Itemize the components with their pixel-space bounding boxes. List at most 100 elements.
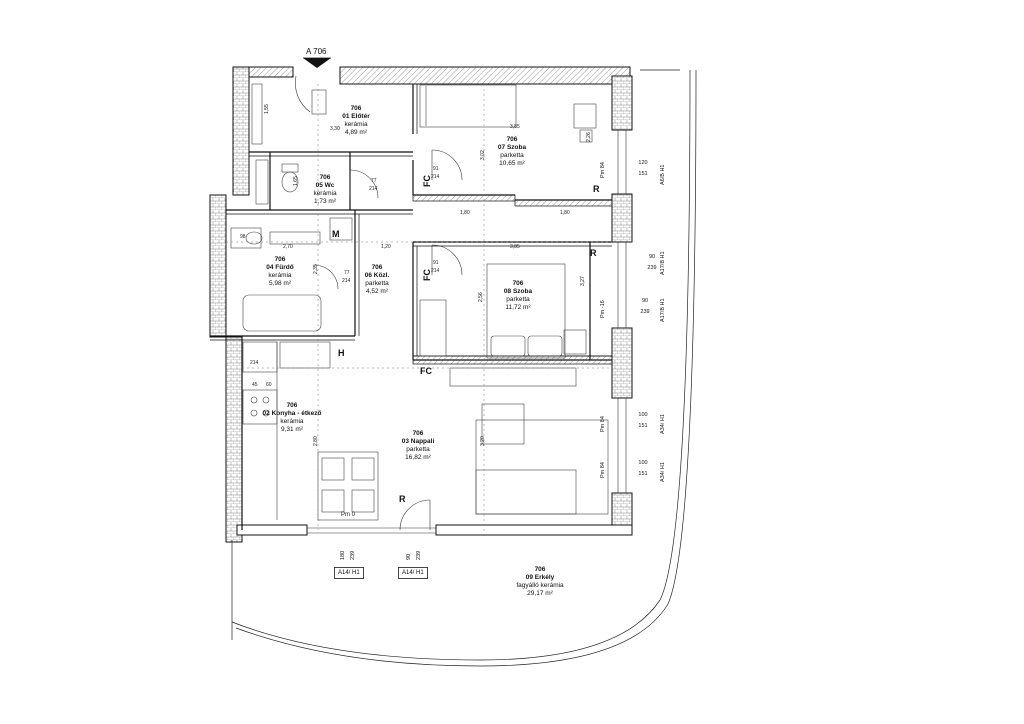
door-height: 239 xyxy=(350,550,356,560)
dimension: 77 xyxy=(371,178,377,184)
door-height: 239 xyxy=(416,550,422,560)
room-label-kozl: 706 06 Közl. parketta 4,52 m² xyxy=(365,264,390,296)
window-code: A17/B H1 xyxy=(660,298,666,322)
room-area: 4,89 m² xyxy=(344,129,368,136)
window-code: A34/ H1 xyxy=(660,462,666,482)
radiator-symbol: R xyxy=(590,248,597,258)
dimension: 2,70 xyxy=(283,244,293,250)
dimension: 214 xyxy=(431,268,440,274)
dimension: 3,02 xyxy=(480,150,486,160)
window-width: 100 xyxy=(638,460,648,466)
window-size: 100 151 xyxy=(636,458,650,480)
room-floor: kerámia xyxy=(313,190,337,197)
window-height: 239 xyxy=(640,309,650,315)
dimension: 91 xyxy=(433,260,439,266)
room-label-eloter: 706 01 Előtér kerámia 4,89 m² xyxy=(342,105,369,137)
room-unit: 706 xyxy=(286,402,298,409)
room-unit: 706 xyxy=(350,105,362,112)
dimension: 3,85 xyxy=(510,244,520,250)
room-area: 4,52 m² xyxy=(365,288,389,295)
dimension: 1,55 xyxy=(264,104,270,114)
room-name: 06 Közl. xyxy=(364,272,390,279)
room-floor: parketta xyxy=(365,280,389,287)
room-floor: kerámia xyxy=(280,418,304,425)
dimension: 1,20 xyxy=(381,244,391,250)
room-floor: parketta xyxy=(500,152,524,159)
dimension: 2,56 xyxy=(478,292,484,302)
dimension: 1,80 xyxy=(460,210,470,216)
room-floor: kerámia xyxy=(268,272,292,279)
dimension: 77 xyxy=(344,270,350,276)
room-name: 08 Szoba xyxy=(503,288,533,295)
window-height: 151 xyxy=(638,423,648,429)
window-size: 90 239 xyxy=(638,296,652,318)
exterior-walls xyxy=(209,66,633,543)
dimension: 214 xyxy=(369,186,378,192)
dimension: 2,26 xyxy=(586,132,592,142)
window-code: A17/B H1 xyxy=(660,251,666,275)
room-name: 09 Erkély xyxy=(525,574,555,581)
room-label-szoba07: 706 07 Szoba parketta 10,65 m² xyxy=(498,136,526,168)
room-floor: parketta xyxy=(506,296,530,303)
window-size: 90 239 xyxy=(645,252,659,274)
room-unit: 706 xyxy=(412,430,424,437)
dimension: 1,80 xyxy=(560,210,570,216)
window-height: 151 xyxy=(638,171,648,177)
door-code-tag: A14/ H1 xyxy=(398,567,428,579)
room-label-konyha: 706 02 Konyha - étkező kerámia 9,31 m² xyxy=(263,402,322,434)
room-area: 10,65 m² xyxy=(499,160,525,167)
window-height: 239 xyxy=(647,265,657,271)
dimension: 3,27 xyxy=(580,276,586,286)
window-width: 90 xyxy=(641,298,649,304)
section-marker-label: A 706 xyxy=(306,47,327,56)
door-width: 90 xyxy=(406,553,412,560)
dimension: 2,35 xyxy=(313,264,319,274)
dimension: 2,80 xyxy=(313,436,319,446)
room-label-erkely: 706 09 Erkély fagyálló kerámia 29,17 m² xyxy=(516,566,563,598)
room-label-furdo: 706 04 Fürdő kerámia 5,98 m² xyxy=(266,256,293,288)
room-area: 5,98 m² xyxy=(268,280,292,287)
dimension: 1,65 xyxy=(293,176,299,186)
window-height: 151 xyxy=(638,471,648,477)
section-marker-arrow xyxy=(303,58,331,68)
room-area: 16,82 m² xyxy=(405,454,431,461)
door-code-tag: A14/ H1 xyxy=(334,567,364,579)
room-unit: 706 xyxy=(512,280,524,287)
room-area: 29,17 m² xyxy=(527,590,553,597)
window-width: 100 xyxy=(638,412,648,418)
dimension: 98 xyxy=(240,234,246,240)
room-unit: 706 xyxy=(506,136,518,143)
window-code: A34/ H1 xyxy=(660,414,666,434)
dimension: 3,85 xyxy=(510,124,520,130)
room-name: 03 Nappali xyxy=(401,438,435,445)
radiator-symbol: R xyxy=(399,494,406,504)
window-width: 120 xyxy=(638,160,648,166)
room-area: 9,31 m² xyxy=(280,426,304,433)
dimension: 214 xyxy=(431,174,440,180)
room-floor: fagyálló kerámia xyxy=(516,582,564,589)
level-mark: Pm 0 xyxy=(341,512,356,518)
window-code: A6/B H1 xyxy=(660,164,666,185)
window-size: 100 151 xyxy=(636,410,650,432)
room-unit: 706 xyxy=(371,264,383,271)
radiator-symbol: R xyxy=(593,184,600,194)
level-mark: Pm -16 xyxy=(600,300,606,318)
dimension: 3,30 xyxy=(330,126,340,132)
level-mark: Pm 84 xyxy=(600,162,606,178)
meter-symbol: M xyxy=(332,229,340,239)
room-name: 07 Szoba xyxy=(497,144,527,151)
level-mark: Pm 84 xyxy=(600,416,606,432)
room-label-nappali: 706 03 Nappali parketta 16,82 m² xyxy=(402,430,435,462)
room-name: 04 Fürdő xyxy=(266,264,294,271)
heater-symbol: H xyxy=(338,348,345,358)
dimension: 91 xyxy=(433,166,439,172)
dimension: 60 xyxy=(266,382,272,388)
room-name: 02 Konyha - étkező xyxy=(262,410,322,417)
room-name: 05 Wc xyxy=(315,182,335,189)
dimension: 214 xyxy=(342,278,351,284)
room-label-wc: 706 05 Wc kerámia 1,73 m² xyxy=(313,174,336,206)
room-label-szoba08: 706 08 Szoba parketta 11,72 m² xyxy=(504,280,532,312)
window-size: 120 151 xyxy=(636,158,650,180)
door-width: 180 xyxy=(340,550,346,560)
